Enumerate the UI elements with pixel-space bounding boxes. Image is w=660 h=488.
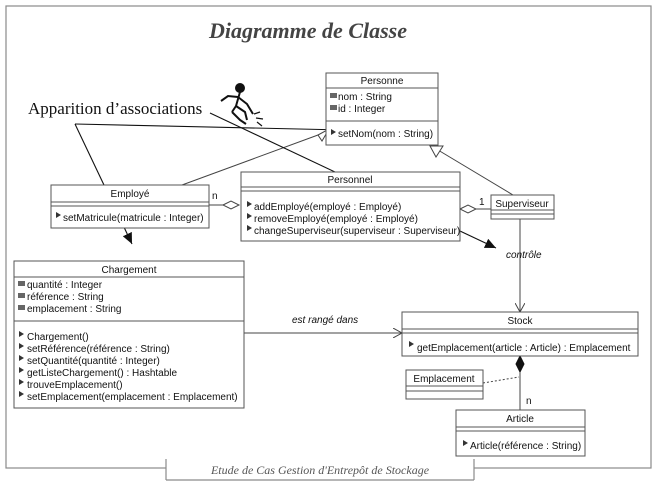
- label-controle: contrôle: [506, 250, 542, 261]
- generalization-arrowhead-superviseur: [429, 145, 444, 158]
- attribute-quantite: quantité : Integer: [27, 280, 103, 291]
- class-article: Article Article(référence : String): [455, 409, 586, 457]
- class-name-superviseur: Superviseur: [495, 199, 549, 210]
- attribute-icon: [330, 93, 337, 98]
- operation-changesuperviseur: changeSuperviseur(superviseur : Supervis…: [254, 226, 460, 237]
- operation-addemploye: addEmployé(employé : Employé): [254, 202, 401, 213]
- class-chargement: Chargement quantité : Integer référence …: [13, 260, 245, 409]
- generalization-employe-personne: [181, 134, 319, 186]
- operation-getemplacement: getEmplacement(article : Article) : Empl…: [417, 343, 631, 354]
- class-name-employe: Employé: [111, 189, 150, 200]
- attribute-reference: référence : String: [27, 292, 104, 303]
- composition-diamond: [515, 354, 525, 374]
- attribute-icon: [18, 293, 25, 298]
- class-emplacement: Emplacement: [405, 369, 484, 400]
- operation-chargement: Chargement(): [27, 332, 89, 343]
- class-personne: Personne nom : String id : Integer setNo…: [325, 72, 439, 146]
- operation-icon: [19, 343, 24, 349]
- footer-gap: [166, 459, 474, 481]
- operation-icon: [247, 213, 252, 219]
- class-superviseur: Superviseur: [490, 194, 555, 220]
- diagram-title: Diagramme de Classe: [208, 18, 407, 43]
- operation-icon: [247, 225, 252, 231]
- operation-icon: [19, 367, 24, 373]
- operation-icon: [247, 201, 252, 207]
- attribute-emplacement: emplacement : String: [27, 304, 122, 315]
- attribute-nom: nom : String: [338, 92, 392, 103]
- operation-icon: [19, 391, 24, 397]
- operation-icon: [19, 355, 24, 361]
- attribute-id: id : Integer: [338, 104, 386, 115]
- operation-icon: [463, 440, 468, 446]
- operation-icon: [19, 331, 24, 337]
- annotation-arrow-personne: [74, 123, 345, 135]
- operation-setmatricule: setMatricule(matricule : Integer): [63, 213, 204, 224]
- class-stock: Stock getEmplacement(article : Article) …: [401, 311, 639, 357]
- attribute-icon: [18, 305, 25, 310]
- operation-setreference: setRéférence(référence : String): [27, 344, 170, 355]
- class-personnel: Personnel addEmployé(employé : Employé) …: [240, 171, 461, 242]
- dependency-emplacement-link: [482, 376, 520, 384]
- class-name-stock: Stock: [507, 316, 533, 327]
- operation-article: Article(référence : String): [470, 441, 581, 452]
- attribute-icon: [330, 105, 337, 110]
- operation-setnom: setNom(nom : String): [338, 129, 433, 140]
- footer-text: Etude de Cas Gestion d'Entrepôt de Stock…: [210, 463, 430, 477]
- multiplicity-1-superviseur: 1: [479, 197, 485, 208]
- annotation-text: Apparition d’associations: [28, 99, 202, 118]
- operation-removeemploye: removeEmployé(employé : Employé): [254, 214, 418, 225]
- operation-trouveemplacement: trouveEmplacement(): [27, 380, 123, 391]
- label-est-range-dans: est rangé dans: [292, 315, 358, 326]
- generalization-superviseur-personne: [437, 149, 514, 196]
- operation-setemplacement: setEmplacement(emplacement : Emplacement…: [27, 392, 238, 403]
- aggregation-diamond-superviseur: [458, 204, 478, 214]
- class-name-emplacement: Emplacement: [413, 374, 474, 385]
- aggregation-diamond-employe: [221, 200, 241, 210]
- class-name-personne: Personne: [361, 76, 404, 87]
- stick-figure-icon: [220, 83, 264, 127]
- operation-icon: [409, 341, 414, 347]
- operation-setquantite: setQuantité(quantité : Integer): [27, 356, 160, 367]
- operation-icon: [19, 379, 24, 385]
- operation-icon: [331, 129, 336, 135]
- multiplicity-n-article: n: [526, 396, 532, 407]
- operation-icon: [56, 212, 61, 218]
- class-employe: Employé setMatricule(matricule : Integer…: [50, 184, 210, 229]
- class-name-article: Article: [506, 414, 534, 425]
- operation-getlistechargement: getListeChargement() : Hashtable: [27, 368, 178, 379]
- attribute-icon: [18, 281, 25, 286]
- multiplicity-n-employe: n: [212, 191, 218, 202]
- class-name-chargement: Chargement: [101, 265, 156, 276]
- class-name-personnel: Personnel: [327, 175, 372, 186]
